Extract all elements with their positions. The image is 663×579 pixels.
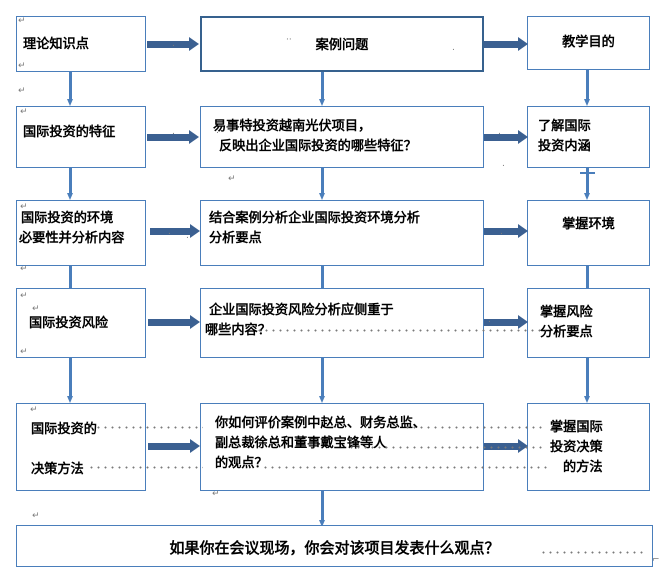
box-row4-center-line1: 你如何评价案例中赵总、财务总监、 — [215, 416, 426, 431]
leader-dots-row4-line3 — [88, 466, 203, 469]
editmark-19: . — [498, 127, 501, 137]
box-row1-center[interactable]: 易事特投资越南光伏项目， 反映出企业国际投资的哪些特征？ — [200, 106, 484, 168]
box-teaching-purpose[interactable]: 教学目的 — [527, 16, 650, 70]
varrow-row1-right-down — [584, 172, 592, 200]
box-row4-right-line2: 投资决策 — [550, 440, 603, 455]
box-case-question[interactable]: 案例问题 — [200, 16, 484, 72]
bottom-banner[interactable]: 如果你在会议现场，你会对该项目发表什么观点？ — [16, 525, 653, 567]
editmark-7: ↵ — [20, 291, 28, 301]
editmark-8: ↵ — [32, 304, 40, 314]
editmark-14: . — [172, 39, 175, 49]
box-row1-center-line2: 反映出企业国际投资的哪些特征？ — [219, 139, 417, 154]
arrow-row3-center-to-right — [484, 315, 528, 330]
varrow-row3-center-down — [319, 358, 327, 403]
box-row1-left[interactable]: 国际投资的特征 — [16, 106, 146, 168]
box-row4-left-line1: 国际投资的 — [31, 422, 97, 437]
varrow-row3-left-down — [67, 358, 75, 403]
box-row2-left-line1: 国际投资的环境 — [21, 211, 114, 226]
box-row4-right-line3: 的方法 — [563, 460, 603, 475]
editmark-2: ↵ — [18, 61, 26, 71]
editmark-11: ↵ — [228, 174, 236, 184]
box-row1-right-line2: 投资内涵 — [538, 139, 591, 154]
editmark-5: ↵ — [20, 202, 28, 212]
editmark-1: ↵ — [18, 16, 26, 26]
varrow-purpose-down-1 — [584, 70, 592, 106]
box-row2-center[interactable]: 结合案例分析企业国际投资环境分析 分析要点 — [200, 200, 484, 266]
box-row3-center-line1: 企业国际投资风险分析应侧重于 — [209, 303, 394, 318]
arrow-row2-left-to-center — [150, 224, 200, 239]
box-row3-right-line1: 掌握风险 — [540, 305, 593, 320]
box-theory-knowledge[interactable]: 理论知识点 — [16, 16, 146, 72]
varrow-theory-down-1 — [67, 72, 75, 106]
editmark-18: . — [216, 126, 219, 136]
varrow-row4-center-down — [319, 491, 327, 527]
box-row3-right[interactable]: 掌握风险 分析要点 — [527, 288, 650, 358]
leader-dots-row4-line1 — [88, 426, 203, 429]
editmark-3: ↵ — [18, 86, 26, 96]
editmark-22: . — [186, 231, 189, 241]
editmark-24: . — [488, 315, 491, 325]
editmark-4: ↵ — [20, 107, 28, 117]
box-theory-knowledge-line1: 理论知识点 — [23, 37, 89, 52]
varrow-row1-left-down — [67, 168, 75, 200]
box-row3-left-line1: 国际投资风险 — [29, 316, 109, 331]
box-teaching-purpose-line1: 教学目的 — [562, 35, 615, 50]
box-row1-center-line1: 易事特投资越南光伏项目， — [213, 119, 372, 134]
editmark-25: ⌐ — [652, 555, 660, 565]
box-row1-right[interactable]: 了解国际 投资内涵 — [527, 106, 650, 168]
editmark-16: . — [452, 43, 455, 53]
leader-dots-row4-line1b — [404, 426, 544, 429]
editmark-15: ·· — [286, 35, 292, 45]
arrow-row3-left-to-center — [148, 315, 200, 330]
box-row2-left[interactable]: 国际投资的环境 必要性并分析内容 — [16, 200, 146, 266]
box-row4-right-line1: 掌握国际 — [550, 420, 603, 435]
varrow-row1-center-down — [319, 168, 327, 200]
editmark-17: . — [172, 127, 175, 137]
editmark-21: . — [168, 227, 171, 237]
editmark-9: ↵ — [20, 347, 28, 357]
box-row4-left[interactable]: 国际投资的 决策方法 — [16, 403, 146, 491]
editmark-6: ↵ — [20, 264, 28, 274]
box-row4-left-line2: 决策方法 — [31, 462, 84, 477]
box-row3-center[interactable]: 企业国际投资风险分析应侧重于 哪些内容？ — [200, 288, 484, 358]
leader-dots-row3 — [256, 329, 546, 332]
box-row2-left-line2: 必要性并分析内容 — [19, 231, 125, 246]
box-row2-right-line1: 掌握环境 — [562, 217, 615, 232]
box-row2-right[interactable]: 掌握环境 — [527, 200, 650, 266]
varrow-row3-right-down — [584, 358, 592, 403]
box-row2-center-line1: 结合案例分析企业国际投资环境分析 — [209, 211, 420, 226]
leader-dots-bottom — [540, 551, 645, 554]
bottom-banner-text: 如果你在会议现场，你会对该项目发表什么观点？ — [169, 539, 500, 557]
varrow-case-down-1 — [319, 72, 327, 106]
editmark-20: . — [502, 159, 505, 169]
arrow-row1-left-to-center — [147, 130, 199, 145]
leader-dots-row4-line3b — [262, 466, 547, 469]
arrow-row2-center-to-right — [484, 224, 528, 239]
arrow-case-to-purpose — [484, 37, 528, 52]
arrow-row1-center-to-right — [484, 130, 528, 145]
box-row2-center-line2: 分析要点 — [209, 231, 262, 246]
editmark-23: . — [500, 227, 503, 237]
box-row4-center-line2: 副总裁徐总和董事戴宝锋等人 — [215, 436, 387, 451]
box-row1-left-line1: 国际投资的特征 — [23, 125, 116, 140]
box-row3-right-line2: 分析要点 — [540, 325, 593, 340]
box-case-question-line1: 案例问题 — [315, 38, 369, 53]
box-row1-right-line1: 了解国际 — [538, 119, 591, 134]
editmark-13: ↵ — [32, 511, 40, 521]
box-row4-right[interactable]: 掌握国际 投资决策 的方法 — [527, 403, 650, 491]
box-row3-center-line2: 哪些内容？ — [205, 323, 271, 338]
editmark-12: ↵ — [212, 489, 220, 499]
arrow-theory-to-case — [147, 37, 199, 52]
box-row4-center-line3: 的观点？ — [215, 456, 268, 471]
leader-dots-row4-line2 — [348, 446, 546, 449]
editmark-10: ↵ — [30, 405, 38, 415]
arrow-row4-left-to-center — [148, 439, 200, 454]
box-row3-left[interactable]: 国际投资风险 — [16, 288, 146, 358]
